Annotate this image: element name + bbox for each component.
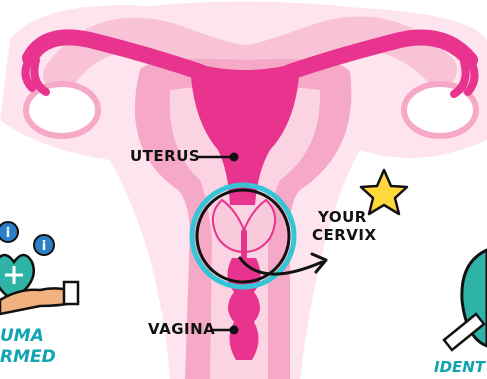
star-icon: [361, 170, 407, 214]
vagina-pointer-dot: [230, 326, 239, 335]
uterus-pointer-dot: [230, 153, 239, 162]
edge-text-right: IDENT: [434, 358, 485, 376]
edge-text-left-1: UMA: [0, 326, 44, 346]
sleeve: [64, 282, 78, 304]
label-vagina: VAGINA: [148, 320, 215, 338]
info-icon-secondary: i: [34, 235, 54, 255]
left-ovary: [26, 84, 98, 136]
info-icon: i: [0, 222, 18, 242]
edge-text-left-2: RMED: [0, 347, 56, 367]
vagina-canal: [227, 258, 260, 360]
svg-text:i: i: [6, 226, 10, 241]
label-cervix: CERVIX: [312, 226, 377, 244]
label-your: YOUR: [318, 208, 367, 226]
label-uterus: UTERUS: [130, 147, 200, 165]
svg-text:i: i: [42, 239, 46, 254]
